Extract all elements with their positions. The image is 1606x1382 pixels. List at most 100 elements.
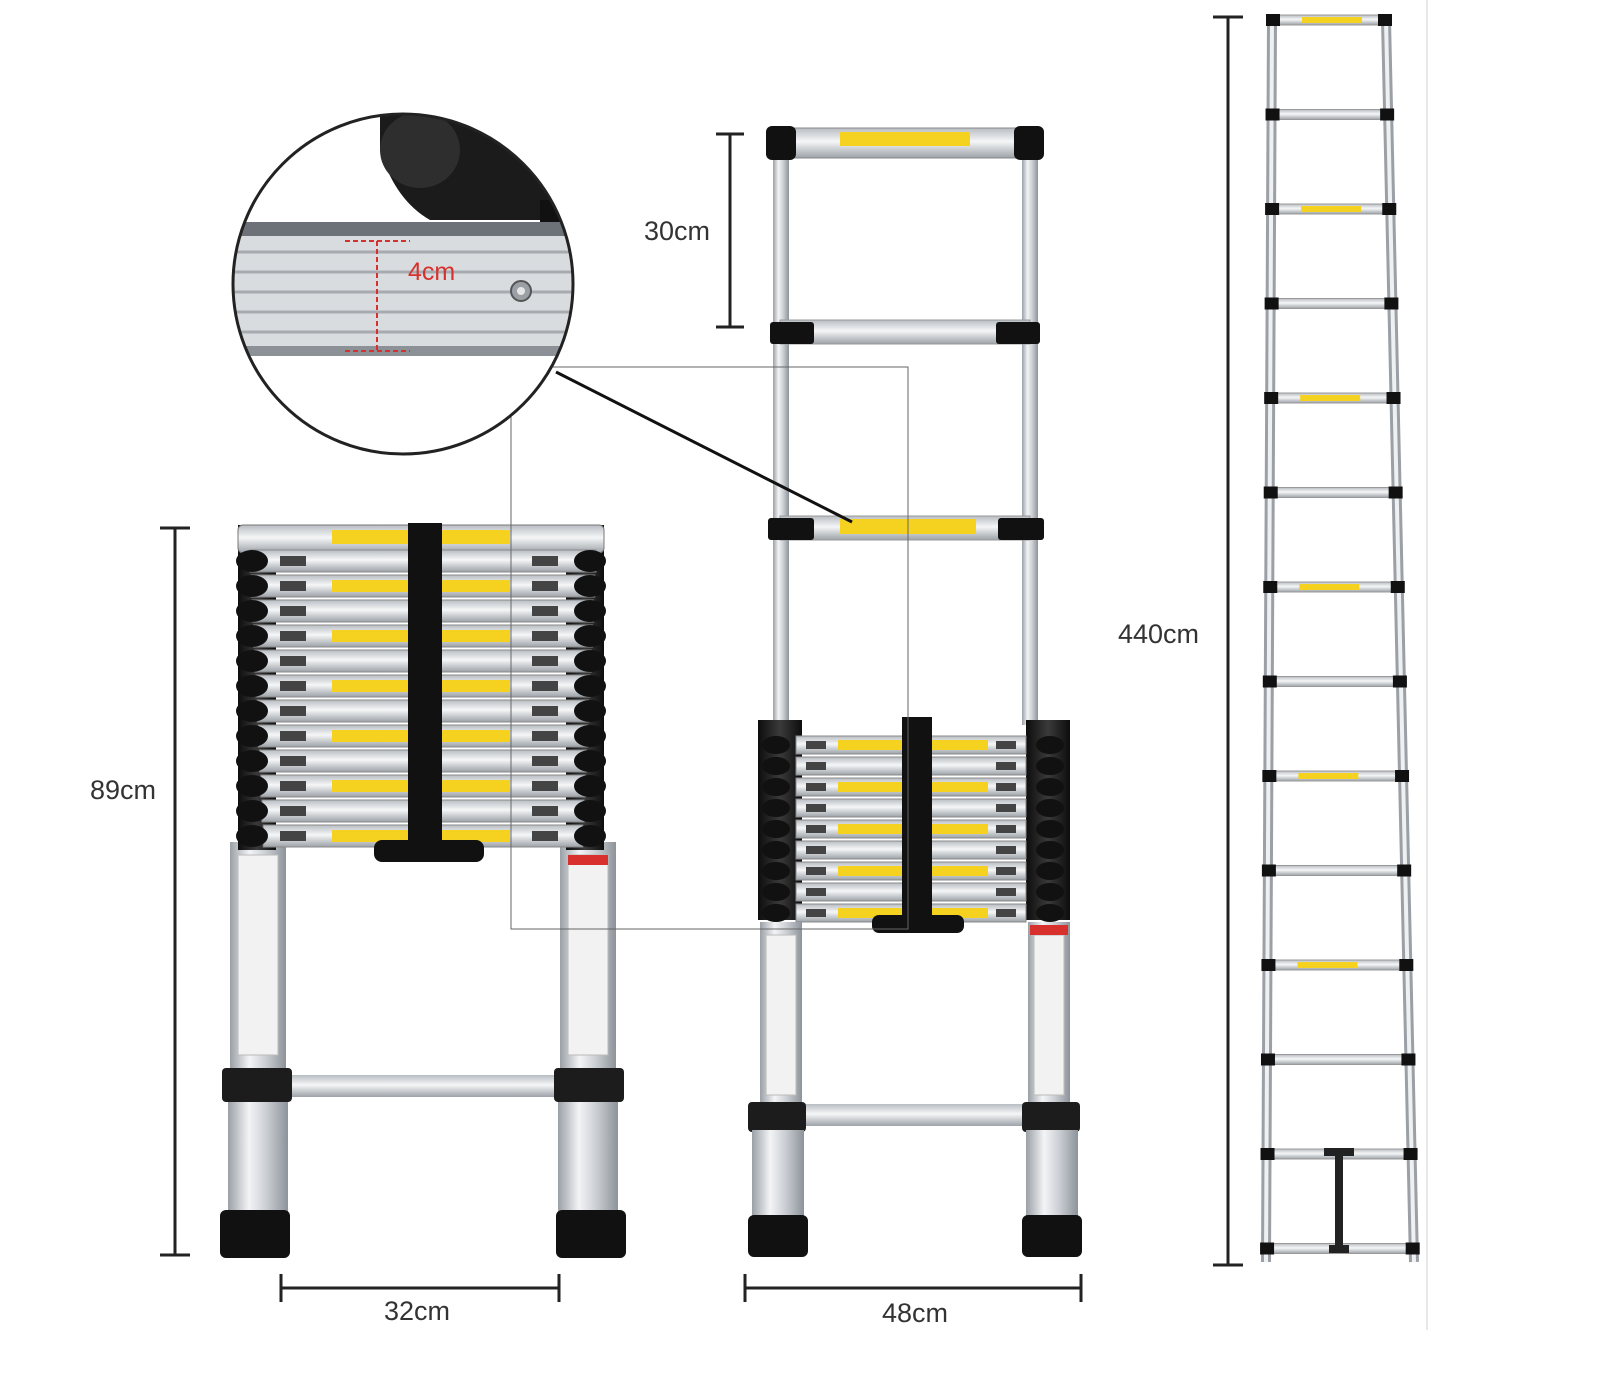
rung-lock [280,806,306,816]
rail-clamp [1388,486,1403,499]
side-cap [236,575,268,597]
rung-lock [280,606,306,616]
rail-clamp [1260,1148,1275,1160]
side-cap [574,575,606,597]
warning-sticker [1302,17,1362,23]
rail-clamp [1382,203,1397,215]
side-cap [762,736,790,754]
collapsed-height-label: 89cm [90,775,157,805]
side-cap [574,550,606,572]
rung-lock [280,706,306,716]
rung-lock [996,867,1016,875]
side-cap [762,904,790,922]
rung-lock [532,656,558,666]
rung-lock [280,781,306,791]
rung-lock [806,888,826,896]
rail-clamp [1397,864,1412,877]
rail-clamp [1399,959,1414,971]
side-cap [1036,778,1064,796]
side-cap [574,825,606,847]
rail-clamp [1260,1053,1275,1066]
side-cap [236,650,268,672]
side-cap [1036,820,1064,838]
rail-clamp [1380,108,1395,121]
warning-sticker [1299,584,1360,590]
extended-rung [1267,865,1406,876]
rung-lock [996,909,1016,917]
rail-clamp [1265,203,1280,215]
side-cap [236,800,268,822]
rail-clamp [1265,108,1280,121]
rail-clamp [1264,392,1279,404]
rung-lock [806,762,826,770]
rung-lock [806,825,826,833]
rail-clamp [1261,959,1276,971]
magnifier-detail-icon [231,112,575,456]
side-cap [574,675,606,697]
rung-lock [532,556,558,566]
rail-clamp [1266,14,1280,26]
side-cap [236,675,268,697]
side-cap [236,750,268,772]
warning-sticker [1298,773,1359,779]
side-cap [762,862,790,880]
side-cap [1036,736,1064,754]
side-cap [762,841,790,859]
rung-lock [280,731,306,741]
rung-lock [996,762,1016,770]
rung-lock [280,631,306,641]
rung-lock [532,756,558,766]
side-cap [574,650,606,672]
rail-clamp [1378,14,1392,26]
warning-sticker [1301,206,1362,212]
rung-lock [280,581,306,591]
rail-clamp [1390,581,1405,593]
rail-clamp [1262,770,1277,782]
rail-clamp [1395,770,1410,782]
side-cap [1036,799,1064,817]
rail-clamp [1263,581,1278,593]
side-cap [1036,841,1064,859]
side-cap [236,550,268,572]
extended-rung [1269,487,1398,498]
side-cap [762,799,790,817]
rung-lock [532,681,558,691]
side-cap [762,883,790,901]
rung-lock [996,825,1016,833]
zoom-pointer-line [555,370,853,524]
dimension-32cm-line [279,1274,561,1302]
rail-clamp [1386,392,1401,404]
rung-lock [996,783,1016,791]
rung-lock [532,606,558,616]
dimension-48cm-line [743,1274,1083,1302]
rung-lock [996,804,1016,812]
stacked-rungs [236,549,606,848]
rung-lock [280,656,306,666]
extended-height-label: 440cm [1118,619,1200,649]
rung-lock [532,806,558,816]
side-cap [574,725,606,747]
side-cap [574,750,606,772]
rung-lock [996,846,1016,854]
rail-clamp [1392,675,1407,688]
rung-lock [280,756,306,766]
extended-rung [1268,676,1402,687]
stacked-rungs-middle [762,735,1064,923]
rail-clamp [1264,297,1279,310]
rail-clamp [1262,675,1277,688]
side-cap [1036,883,1064,901]
side-cap [574,600,606,622]
rung-lock [532,631,558,641]
rung-thickness-label: 4cm [408,258,456,286]
rail-clamp [1260,1242,1275,1255]
side-cap [236,725,268,747]
rung-lock [532,831,558,841]
dimension-89cm-line [160,526,190,1257]
rung-lock [996,741,1016,749]
rung-lock [280,831,306,841]
extended-rung [1266,1054,1410,1065]
side-cap [574,800,606,822]
rung-lock [532,581,558,591]
